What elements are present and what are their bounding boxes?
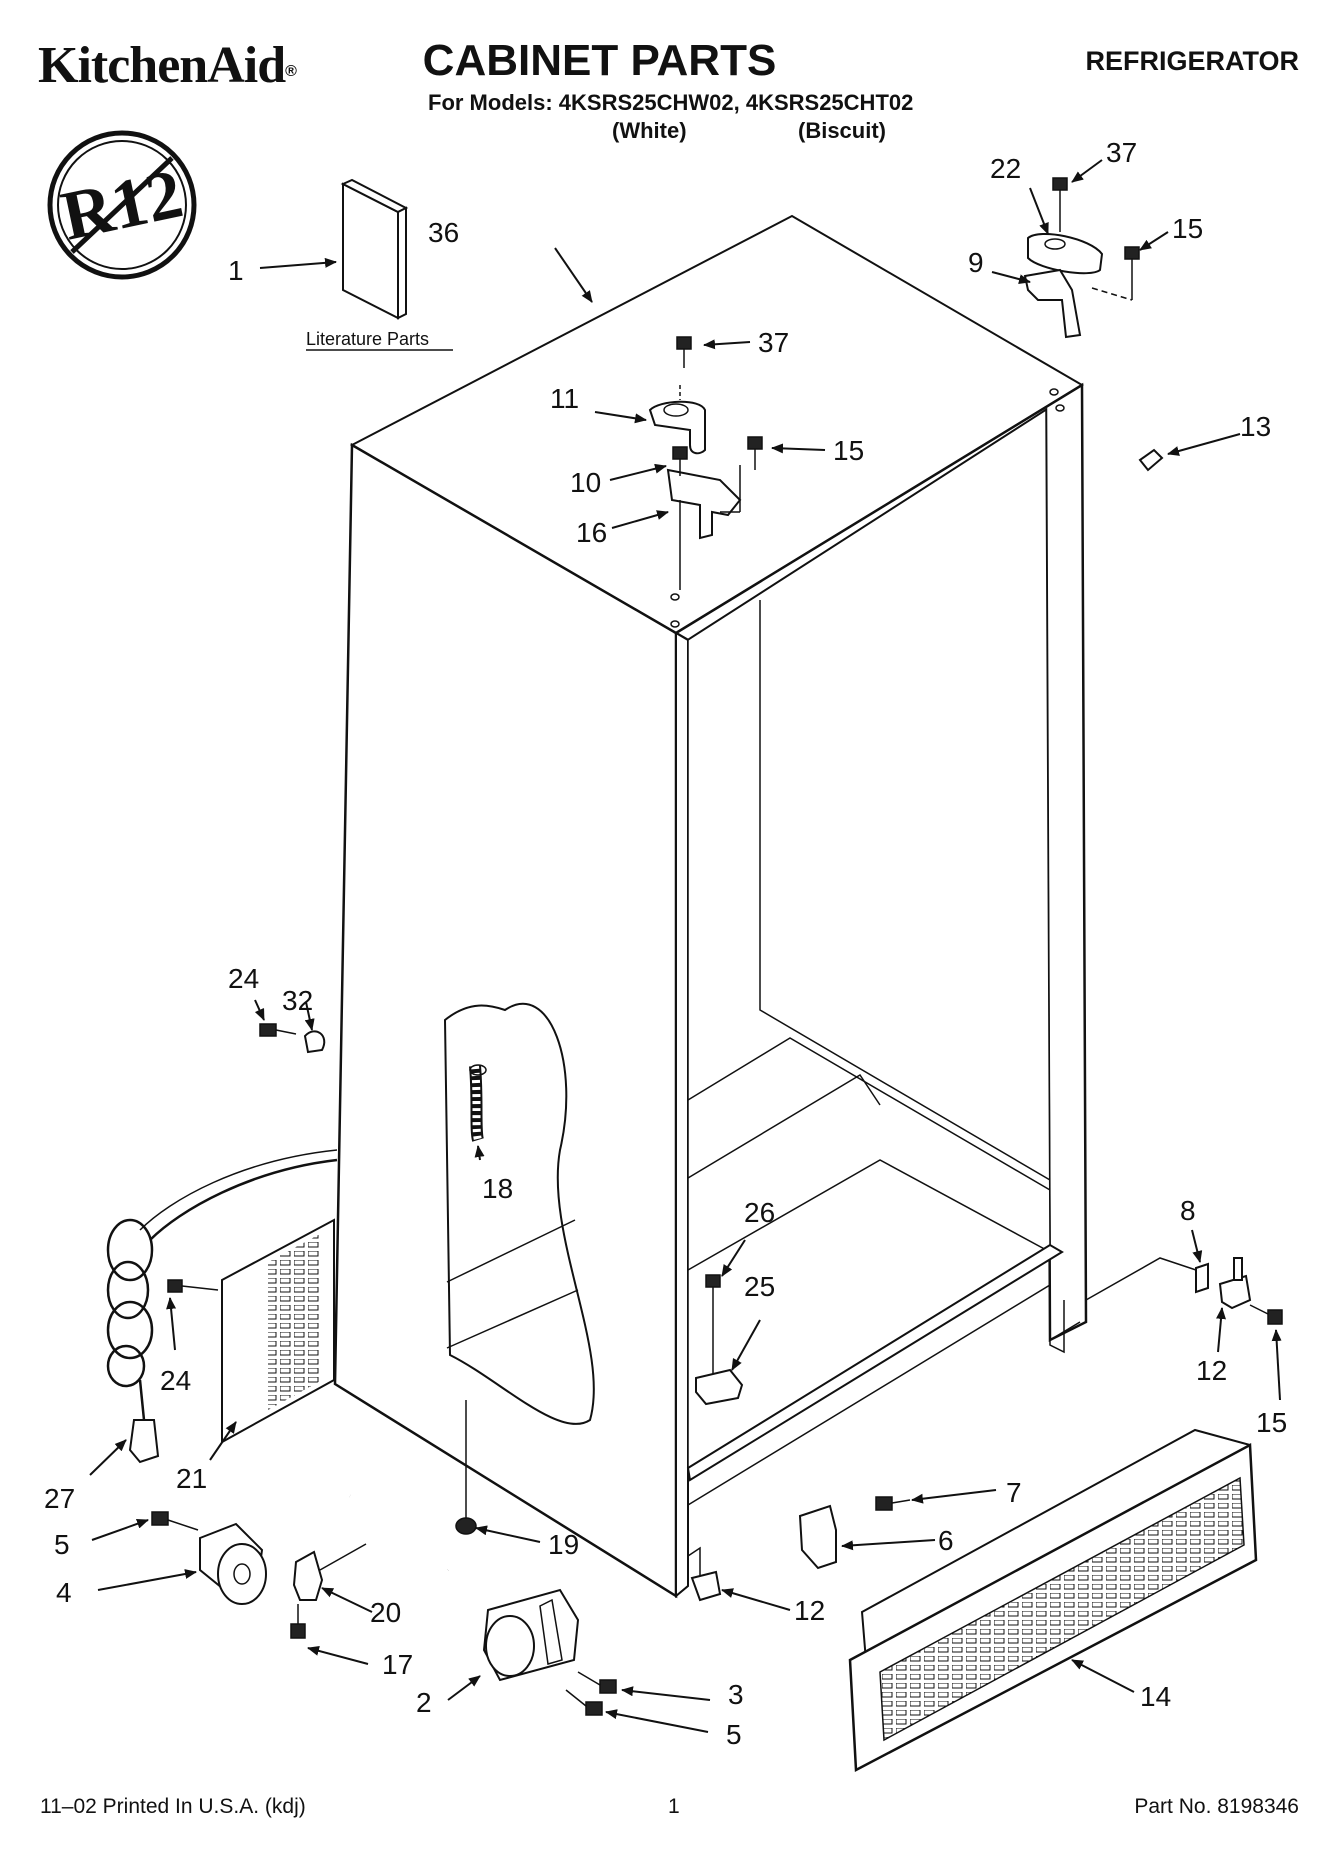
hinge-pin bbox=[1138, 448, 1164, 472]
callout-19: 19 bbox=[548, 1529, 579, 1560]
front-roller bbox=[151, 1511, 267, 1605]
callout-27: 27 bbox=[44, 1483, 75, 1514]
part-number: Part No. 8198346 bbox=[1134, 1795, 1299, 1818]
callout-21: 21 bbox=[176, 1463, 207, 1494]
callout-36: 36 bbox=[428, 217, 459, 248]
appliance-category: REFRIGERATOR bbox=[1085, 46, 1299, 76]
callout-4: 4 bbox=[56, 1577, 72, 1608]
callout-15-center: 15 bbox=[833, 435, 864, 466]
callout-25: 25 bbox=[744, 1271, 775, 1302]
callout-17: 17 bbox=[382, 1649, 413, 1680]
literature-parts-label: Literature Parts bbox=[306, 329, 429, 349]
base-grille bbox=[848, 1428, 1258, 1773]
callout-numbers: 1 36 37 11 10 15 16 22 37 15 9 13 24 32 … bbox=[44, 137, 1287, 1750]
callout-8: 8 bbox=[1180, 1195, 1196, 1226]
callout-14: 14 bbox=[1140, 1681, 1171, 1712]
drain-tube-coil bbox=[469, 1064, 487, 1142]
literature-booklet bbox=[340, 178, 409, 320]
right-top-hinge bbox=[1023, 177, 1140, 339]
callout-5-left: 5 bbox=[54, 1529, 70, 1560]
tube-clip bbox=[290, 1543, 367, 1639]
callout-20: 20 bbox=[370, 1597, 401, 1628]
callout-37-right: 37 bbox=[1106, 137, 1137, 168]
page-title: CABINET PARTS bbox=[422, 36, 777, 85]
callout-15-right: 15 bbox=[1172, 213, 1203, 244]
variant-biscuit-label: (Biscuit) bbox=[798, 118, 886, 143]
power-cord bbox=[106, 1149, 338, 1464]
callout-37-center: 37 bbox=[758, 327, 789, 358]
water-line-fitting bbox=[349, 1400, 477, 1573]
callout-5-bottom: 5 bbox=[726, 1719, 742, 1750]
center-screw-bracket bbox=[695, 1274, 744, 1406]
rear-roller bbox=[482, 1588, 617, 1716]
cabinet-body bbox=[333, 214, 1088, 1599]
callout-22: 22 bbox=[990, 153, 1021, 184]
left-screw-clip bbox=[259, 1023, 326, 1054]
callout-24-bottom: 24 bbox=[160, 1365, 191, 1396]
callout-3: 3 bbox=[728, 1679, 744, 1710]
print-info: 11–02 Printed In U.S.A. (kdj) bbox=[40, 1795, 306, 1818]
no-r12-prohibition-icon: R12 bbox=[47, 130, 197, 280]
callout-7: 7 bbox=[1006, 1477, 1022, 1508]
callout-1: 1 bbox=[228, 255, 244, 286]
front-leveler-bracket bbox=[798, 1496, 911, 1570]
center-top-hinge bbox=[648, 336, 763, 590]
model-list: For Models: 4KSRS25CHW02, 4KSRS25CHT02 bbox=[428, 90, 914, 115]
callout-2: 2 bbox=[416, 1687, 432, 1718]
callout-10: 10 bbox=[570, 467, 601, 498]
panel-screw bbox=[167, 1279, 219, 1293]
callout-15-bottom: 15 bbox=[1256, 1407, 1287, 1438]
callout-16: 16 bbox=[576, 517, 607, 548]
brand-name: KitchenAid bbox=[38, 37, 286, 94]
callout-24-top: 24 bbox=[228, 963, 259, 994]
callout-arrows bbox=[89, 159, 1282, 1733]
callout-6: 6 bbox=[938, 1525, 954, 1556]
right-bottom-bracket bbox=[1085, 1257, 1283, 1325]
bottom-center-clip bbox=[690, 1570, 722, 1602]
callout-11: 11 bbox=[550, 383, 579, 414]
callout-13: 13 bbox=[1240, 411, 1271, 442]
brand-logo: KitchenAid® bbox=[38, 36, 297, 95]
callout-32: 32 bbox=[282, 985, 313, 1016]
callout-18: 18 bbox=[482, 1173, 513, 1204]
callout-26: 26 bbox=[744, 1197, 775, 1228]
registered-mark: ® bbox=[285, 63, 297, 80]
callout-12-right: 12 bbox=[1196, 1355, 1227, 1386]
page-number: 1 bbox=[668, 1795, 680, 1818]
variant-white-label: (White) bbox=[612, 118, 687, 143]
callout-9: 9 bbox=[968, 247, 984, 278]
callout-12-bottom: 12 bbox=[794, 1595, 825, 1626]
rear-access-panel bbox=[221, 1218, 335, 1444]
